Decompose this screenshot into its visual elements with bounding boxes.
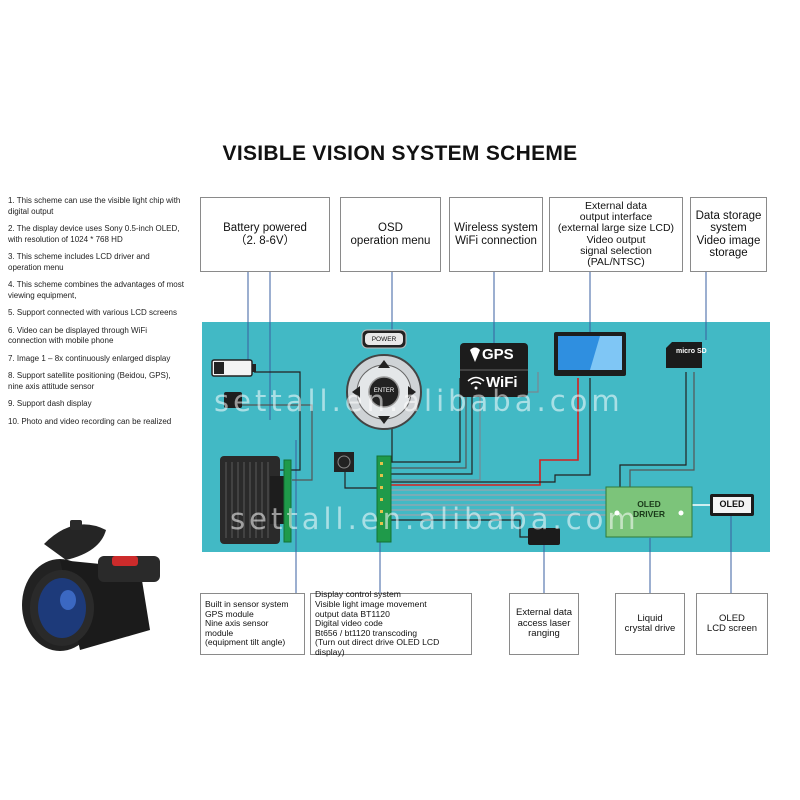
battery-icon (211, 359, 256, 377)
wireless-box: Wireless system WiFi connection (449, 197, 543, 272)
external-lcd-screen (554, 332, 626, 376)
camera-sensor-module (220, 456, 286, 544)
osd-button-pad (346, 329, 422, 430)
sensor-pcb (283, 459, 292, 543)
lcd-drive-box: Liquid crystal drive (615, 593, 685, 655)
watermark: settall.en.alibaba.com (214, 384, 624, 418)
storage-box: Data storage system Video image storage (690, 197, 767, 272)
gps-wifi-module (460, 343, 528, 397)
osd-box: OSD operation menu (340, 197, 441, 272)
power-button: POWER (371, 336, 397, 343)
feature-notes: 1. This scheme can use the visible light… (8, 196, 184, 434)
micro-sd-label: micro SD (676, 348, 707, 355)
display-control-box: Display control system Visible light ima… (310, 590, 472, 657)
laser-ranging-connector (528, 528, 560, 545)
laser-ranging-box: External data access laser ranging (509, 593, 579, 655)
connector-module (224, 392, 242, 408)
external-output-box: External data output interface (external… (549, 197, 683, 272)
note-item: 10. Photo and video recording can be rea… (8, 416, 172, 426)
scope-product-image (22, 520, 160, 651)
enter-button: ENTER (373, 388, 395, 394)
battery-box: Battery powered （2. 8-6V） (200, 197, 330, 272)
micro-sd-card-icon (666, 342, 702, 368)
oled-screen-box: OLED LCD screen (696, 593, 768, 655)
note-item: 5. Support connected with various LCD sc… (8, 308, 177, 317)
oled-screen (710, 494, 754, 516)
note-item: 6. Video can be displayed through WiFi c… (8, 325, 148, 346)
note-item: 1. This scheme can use the visible light… (8, 196, 181, 216)
wifi-label: WiFi (486, 374, 518, 391)
note-item: 3. This scheme includes LCD driver and o… (8, 252, 150, 272)
note-item: 2. The display device uses Sony 0.5-inch… (8, 224, 180, 244)
watermark: settall.en.alibaba.com (230, 502, 640, 536)
oled-driver-board (605, 486, 693, 538)
diagram-title: VISIBLE VISION SYSTEM SCHEME (222, 142, 578, 165)
oled-badge-label: OLED (719, 499, 745, 509)
oled-driver-label: OLED DRIVER (632, 499, 666, 519)
nine-axis-sensor-chip (334, 452, 354, 472)
gps-label: GPS (482, 346, 514, 363)
note-item: 7. Image 1 – 8x continuously enlarged di… (8, 353, 171, 363)
note-item: 9. Support dash display (8, 399, 92, 408)
note-item: 4. This scheme combines the advantages o… (8, 280, 184, 300)
main-pcb (376, 455, 392, 543)
note-item: 8. Support satellite positioning (Beidou… (8, 371, 171, 391)
sensor-system-box: Built in sensor system GPS module Nine a… (200, 593, 305, 655)
